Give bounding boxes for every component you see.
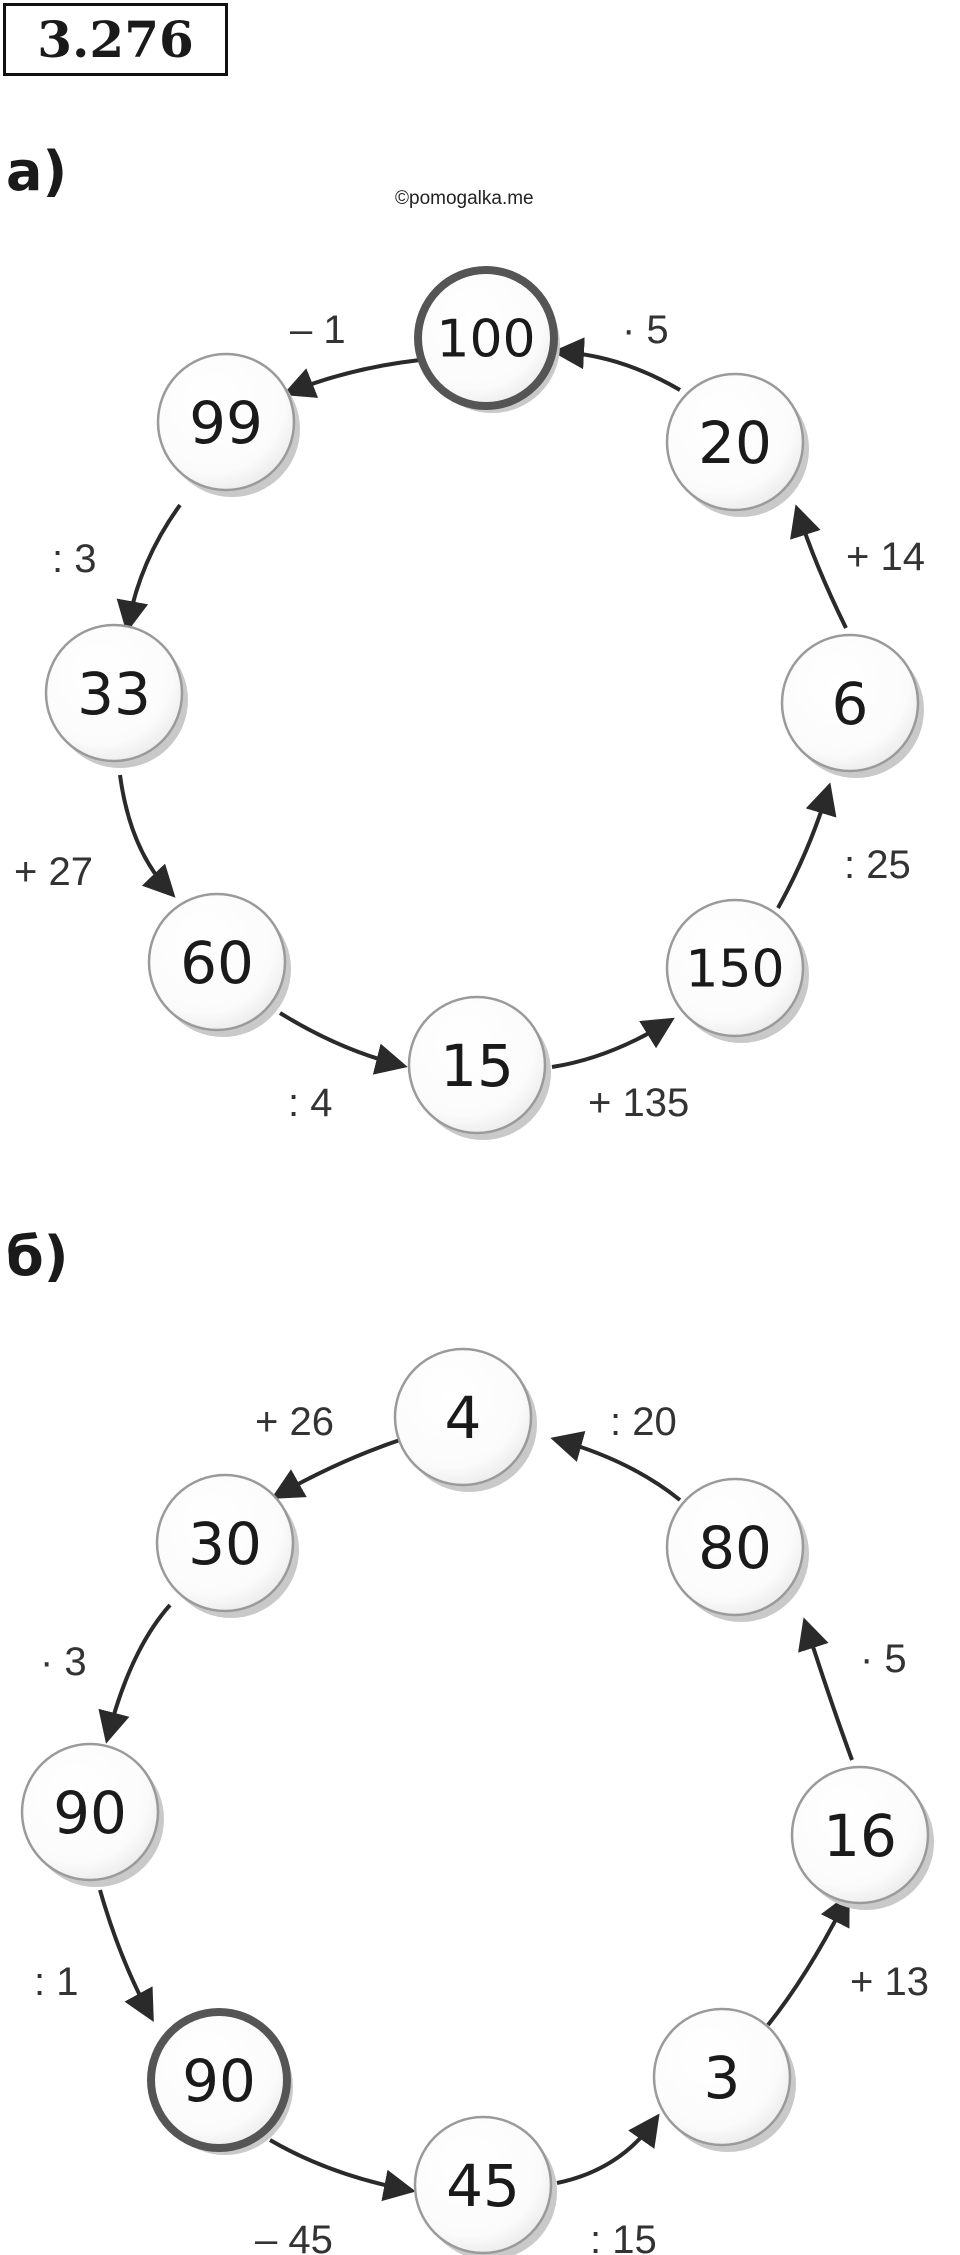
a-circle-value: 33 [77, 660, 151, 728]
a-arrow-5 [551, 1017, 675, 1069]
a-circle-5 [407, 995, 547, 1135]
cycle-diagram-a: 100 99 33 60 15 150 6 20 – 1 : 3 + 27 : 4 + 135 : 25 +… [14, 266, 925, 1140]
b-circle-4 [147, 2008, 291, 2152]
watermark: ©pomogalka.me [395, 188, 534, 209]
b-arrow-8 [550, 1431, 682, 1502]
b-circle-value: 45 [446, 2152, 520, 2220]
a-arrow-1 [282, 358, 421, 398]
a-circle-3 [44, 623, 184, 763]
b-arrow-7 [798, 1617, 854, 1761]
part-b-label: б) [6, 1225, 69, 1288]
b-circle-value: 30 [188, 1510, 262, 1578]
b-circle-value: 4 [445, 1384, 482, 1452]
a-circle-value: 150 [685, 940, 784, 1000]
a-arrow-3 [118, 774, 176, 898]
b-operation-label: : 15 [590, 2218, 657, 2255]
a-circle-value: 15 [440, 1032, 514, 1100]
part-a-label: а) [6, 140, 68, 203]
a-circle-4 [147, 892, 287, 1032]
b-operation-label: + 13 [850, 1960, 929, 2004]
a-operation-label: + 14 [846, 535, 925, 579]
b-circle-value: 80 [698, 1514, 772, 1582]
b-circle-2 [155, 1473, 295, 1613]
b-circle-5 [413, 2115, 553, 2255]
a-operation-label: : 4 [288, 1081, 332, 1125]
a-circle-value: 6 [832, 670, 869, 738]
b-circle-value: 90 [182, 2047, 256, 2115]
a-circle-value: 100 [436, 310, 535, 370]
b-arrow-6 [766, 1892, 850, 2027]
a-circle-7 [780, 633, 920, 773]
b-arrow-1 [271, 1438, 401, 1499]
b-operation-label: · 3 [40, 1640, 87, 1684]
a-operation-label: · 5 [622, 308, 669, 352]
a-arrow-6 [776, 782, 837, 909]
a-operation-label: : 25 [844, 843, 911, 887]
b-arrow-2 [98, 1603, 172, 1744]
b-arrow-3 [98, 1889, 154, 2023]
b-circle-1 [393, 1347, 533, 1487]
a-circle-value: 60 [180, 929, 254, 997]
b-circle-3 [20, 1742, 160, 1882]
b-arrow-4 [268, 2138, 416, 2202]
b-operation-label: : 1 [34, 1960, 78, 2004]
a-arrow-8 [552, 337, 682, 392]
b-operation-label: · 5 [860, 1637, 907, 1681]
b-circle-7 [790, 1765, 930, 1905]
b-circle-value: 16 [823, 1802, 897, 1870]
a-arrow-2 [116, 503, 182, 633]
a-operation-label: – 1 [290, 308, 346, 352]
a-operation-label: : 3 [52, 537, 96, 581]
b-circle-value: 90 [53, 1779, 127, 1847]
b-arrow-5 [556, 2113, 660, 2185]
a-circle-1 [414, 266, 558, 410]
b-circle-6 [652, 2007, 792, 2147]
a-operation-label: + 27 [14, 850, 93, 894]
cycle-diagram-b: 4 30 90 90 45 3 16 80 + 26 · 3 : 1 – 45 : 15 + 13 · 5:… [20, 1347, 934, 2255]
b-operation-label: : 20 [610, 1400, 677, 1444]
problem-number: 3.276 [3, 3, 228, 76]
b-operation-label: + 26 [255, 1400, 334, 1444]
a-circle-2 [156, 352, 296, 492]
a-arrow-7 [790, 504, 848, 629]
a-circle-value: 99 [189, 389, 263, 457]
b-operation-label: – 45 [255, 2218, 333, 2255]
a-operation-label: + 135 [588, 1081, 689, 1125]
a-circle-value: 20 [698, 409, 772, 477]
b-circle-value: 3 [704, 2044, 741, 2112]
a-circle-8 [665, 372, 805, 512]
a-circle-6 [665, 898, 805, 1038]
a-arrow-4 [278, 1011, 408, 1075]
b-circle-8 [665, 1477, 805, 1617]
